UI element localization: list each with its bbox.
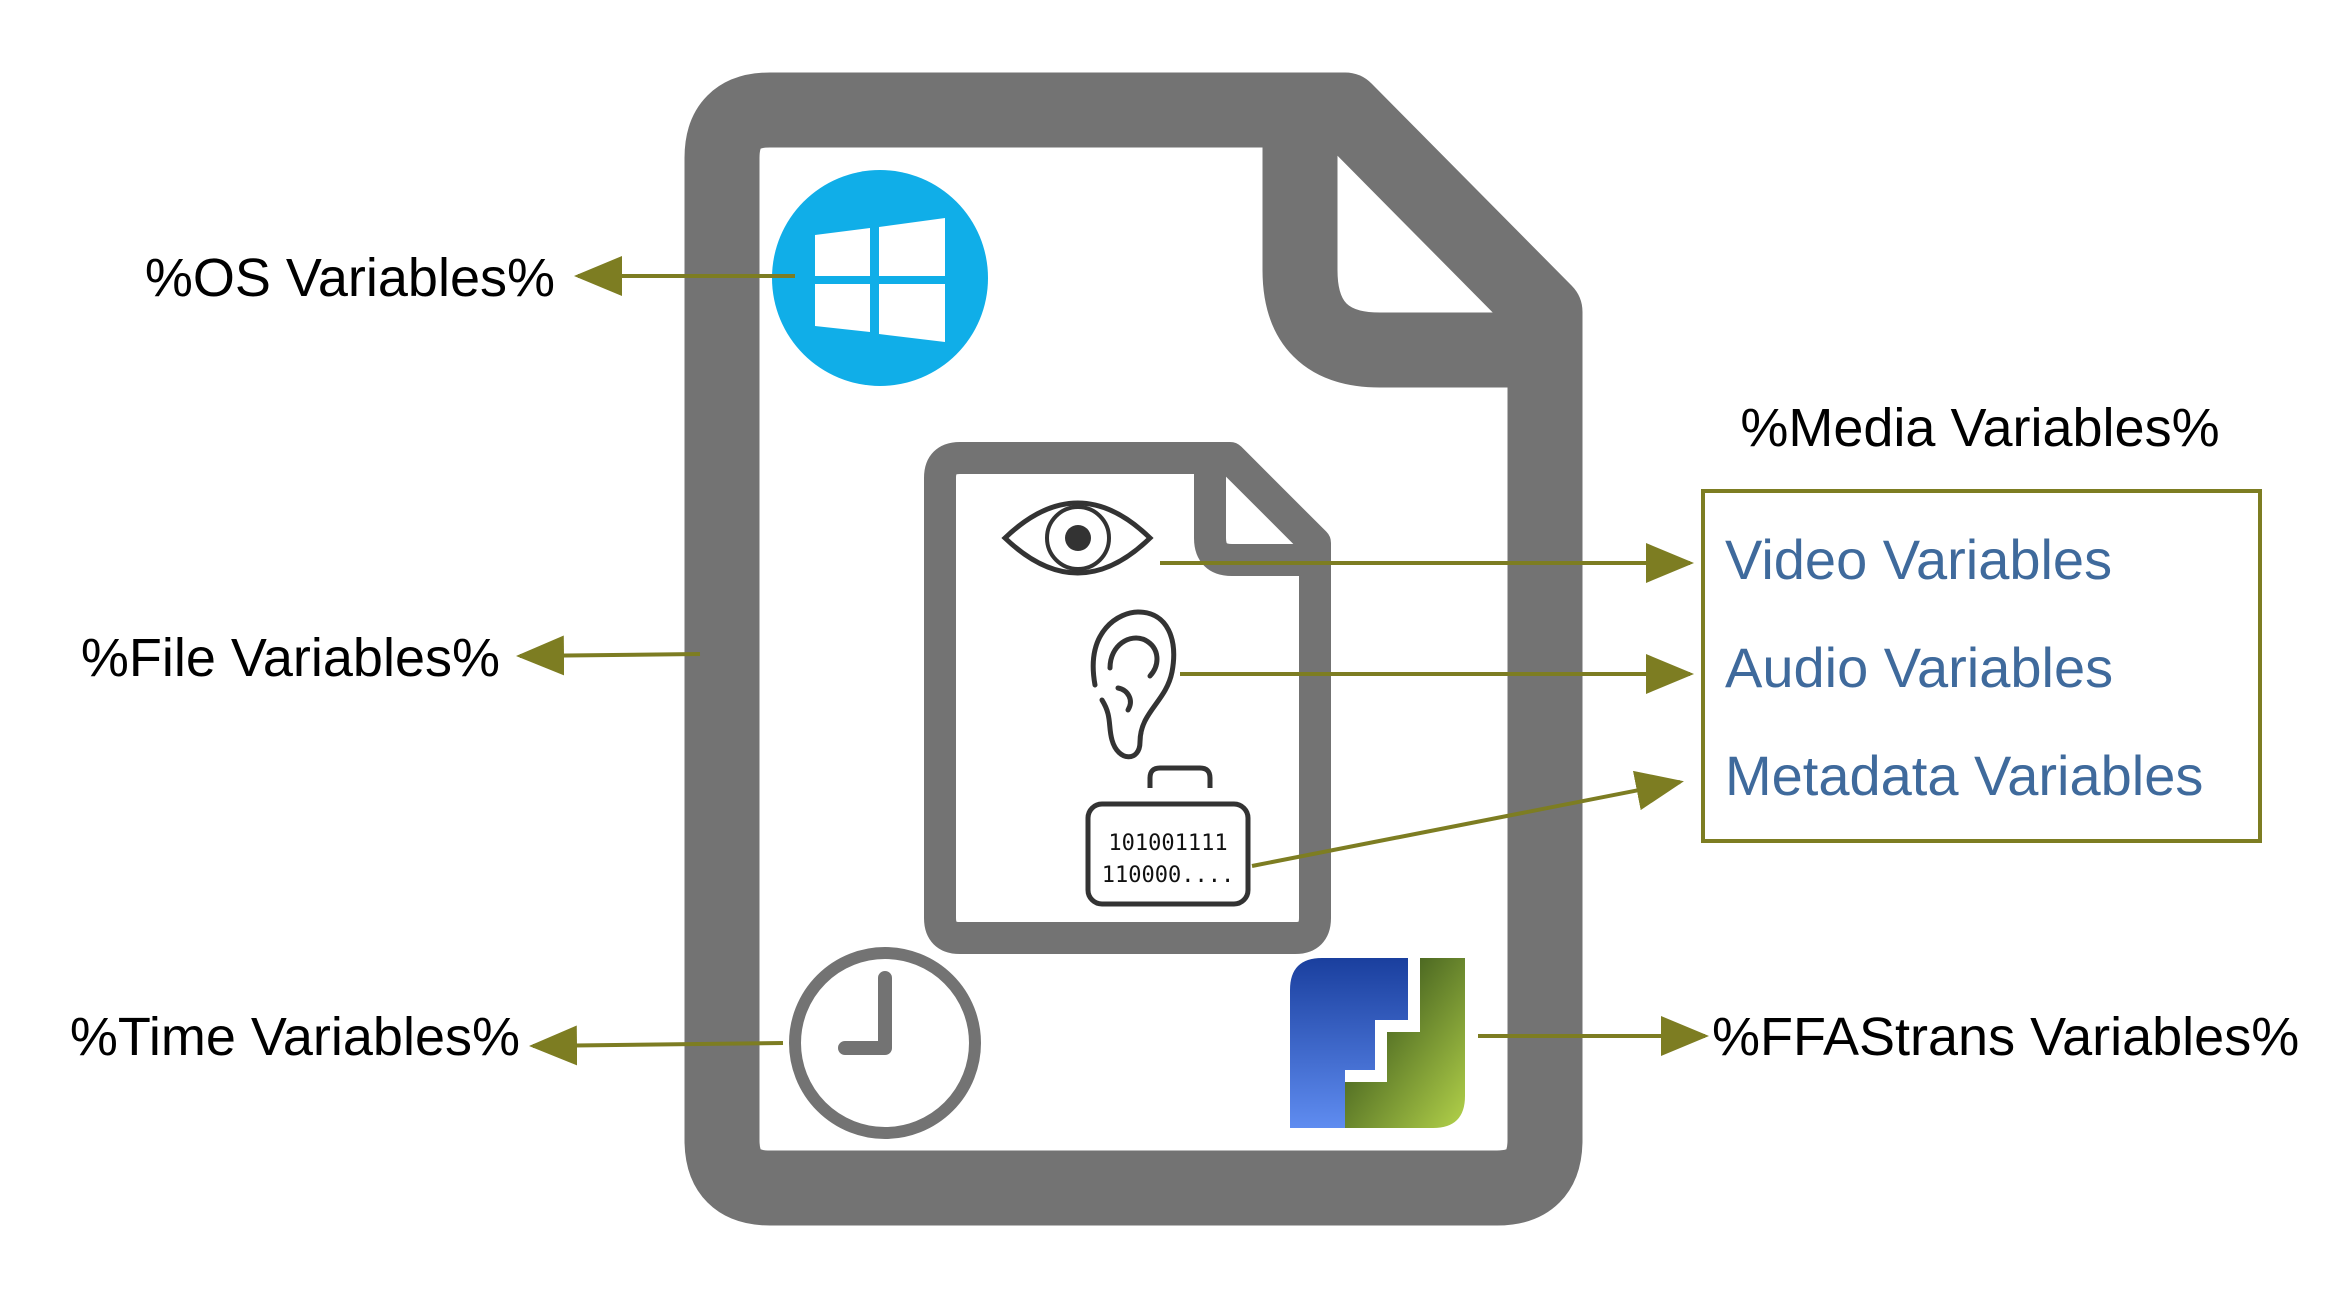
- document-icon: [684, 72, 1583, 1226]
- metadata-variables-label: Metadata Variables: [1725, 744, 2203, 807]
- ffastrans-logo-icon: [1290, 958, 1465, 1128]
- file-variables-label: %File Variables%: [81, 628, 500, 688]
- ear-icon: [1090, 609, 1177, 760]
- arrow-time: [529, 1025, 784, 1066]
- ffastrans-variables-label: %FFAStrans Variables%: [1712, 1007, 2299, 1067]
- media-document-icon: [924, 442, 1331, 954]
- time-variables-label: %Time Variables%: [70, 1007, 520, 1067]
- arrow-file: [516, 635, 701, 676]
- video-variables-label: Video Variables: [1725, 528, 2112, 591]
- audio-variables-label: Audio Variables: [1725, 636, 2113, 699]
- windows-logo-icon: [772, 170, 988, 386]
- os-variables-label: %OS Variables%: [145, 248, 555, 308]
- media-variables-box: [1701, 489, 2262, 843]
- binary-briefcase-icon: 101001111 110000....: [1085, 765, 1251, 907]
- clock-icon: [789, 947, 981, 1139]
- arrow-metadata: [1251, 770, 1684, 868]
- binary-line-1: 101001111: [1108, 831, 1227, 856]
- eye-icon: [1001, 500, 1154, 576]
- arrows: [516, 256, 1709, 1066]
- binary-line-2: 110000....: [1102, 863, 1234, 888]
- media-variables-label: %Media Variables%: [1740, 398, 2219, 458]
